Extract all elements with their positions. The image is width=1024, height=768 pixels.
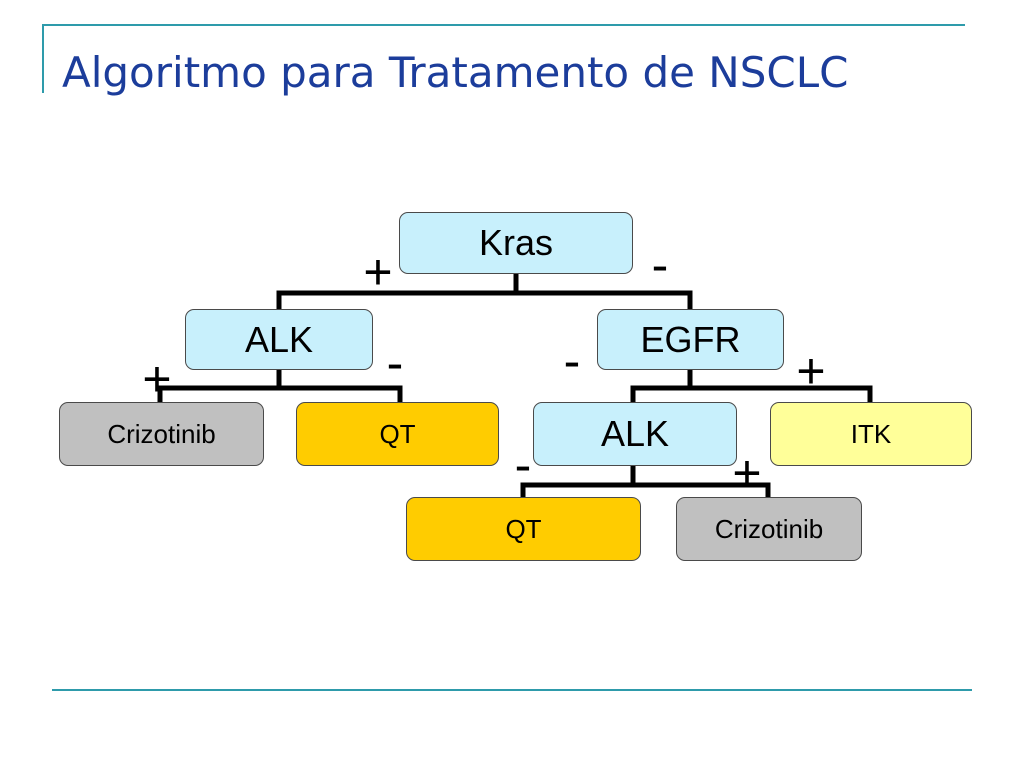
node-label: Crizotinib (107, 418, 216, 449)
slide-title: Algoritmo para Tratamento de NSCLC (62, 48, 849, 97)
edge-sign-kras-egfr: - (651, 237, 669, 293)
qt-node: QT (296, 402, 499, 466)
node-label: Crizotinib (714, 513, 824, 544)
node-label: Kras (478, 222, 554, 263)
node-label: EGFR (640, 318, 741, 360)
alk-node-second: ALK (533, 402, 737, 466)
node-label: QT (379, 418, 416, 449)
itk-node: ITK (770, 402, 972, 466)
footer-rule (52, 689, 972, 691)
edge-sign-egfr-alk: - (563, 333, 581, 389)
node-label: QT (505, 513, 542, 544)
connector-kras-branches (276, 271, 693, 312)
edge-sign-alk-second-crizotinib: + (732, 445, 762, 501)
node-label: ALK (244, 318, 314, 360)
crizotinib-node: Crizotinib (59, 402, 264, 466)
crizotinib-node-second: Crizotinib (676, 497, 862, 561)
egfr-node: EGFR (597, 309, 784, 370)
node-label: ITK (850, 418, 892, 449)
connector-alk-second-branches (520, 463, 771, 500)
connector-alk-branches (157, 367, 403, 405)
connector-egfr-branches (630, 367, 873, 405)
edge-sign-alk-crizotinib: + (142, 351, 172, 407)
title-rule-vertical (42, 24, 44, 93)
kras-node: Kras (399, 212, 633, 274)
edge-sign-alk-second-qt: - (514, 437, 532, 493)
alk-node: ALK (185, 309, 373, 370)
edge-sign-kras-alk: + (363, 244, 393, 300)
qt-node-second: QT (406, 497, 641, 561)
title-rule-horizontal (42, 24, 965, 26)
edge-sign-egfr-itk: + (796, 343, 826, 399)
edge-sign-alk-qt: - (386, 335, 404, 391)
node-label: ALK (600, 413, 670, 454)
